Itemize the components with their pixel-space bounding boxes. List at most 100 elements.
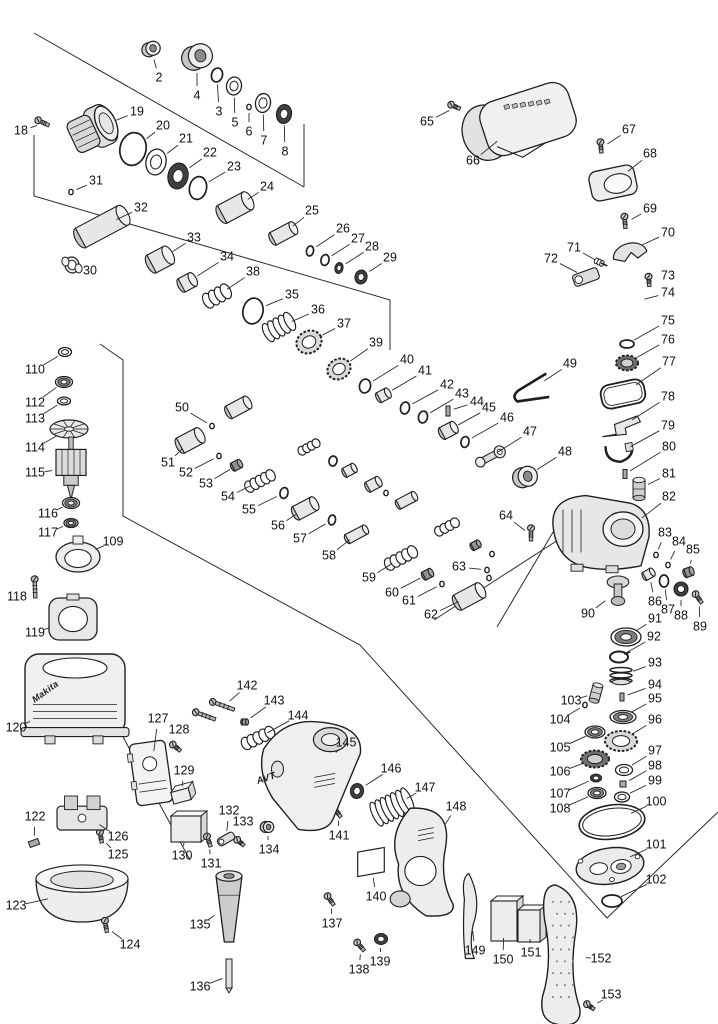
part-number-label: 93 [648, 655, 662, 669]
leader-line [629, 848, 648, 858]
leader-line [568, 707, 581, 716]
part-shape-56 [290, 496, 320, 521]
part-number-label: 83 [658, 525, 672, 539]
part-number-label: 41 [418, 363, 432, 377]
leader-line [76, 184, 88, 190]
part-shape-32 [73, 204, 131, 249]
group-boundary-line [99, 343, 718, 919]
leader-line [43, 355, 58, 366]
part-shape-50 [209, 422, 215, 430]
part-number-label: 136 [190, 979, 211, 993]
part-shape-65 [447, 100, 462, 112]
part-number-label: 78 [661, 389, 675, 403]
leader-line [30, 125, 38, 129]
leader-line [627, 641, 646, 653]
part-number-label: 23 [227, 159, 241, 173]
part-shape-7 [254, 92, 272, 114]
part-shape-19 [66, 104, 119, 153]
leader-line [291, 313, 310, 322]
leader-line [559, 263, 578, 273]
part-number-label: 151 [521, 945, 542, 959]
part-shape-127 [126, 739, 174, 807]
part-number-label: 71 [567, 240, 581, 254]
part-number-label: 85 [686, 542, 700, 556]
part-shape-92 [609, 650, 631, 664]
part-number-label: 104 [550, 712, 571, 726]
leader-line [286, 513, 297, 521]
part-shape-71 [593, 257, 608, 267]
leader-line [582, 252, 596, 260]
group-boundary-line [33, 32, 305, 188]
part-number-label: 67 [622, 122, 636, 136]
part-number-label: 26 [336, 221, 350, 235]
part-shape-28 [334, 262, 344, 274]
part-number-label: 134 [259, 842, 280, 856]
part-number-label: 94 [648, 677, 662, 691]
part-number-label: 45 [482, 400, 496, 414]
leader-line [146, 131, 156, 140]
extra-shape [394, 490, 419, 510]
leader-line [43, 434, 58, 444]
part-shape-137 [323, 892, 336, 907]
part-number-label: 40 [400, 352, 414, 366]
part-shape-30 [61, 256, 83, 274]
part-number-label: 105 [550, 740, 571, 754]
part-number-label: 38 [246, 264, 260, 278]
part-number-label: 68 [643, 146, 657, 160]
part-shape-120 [20, 653, 130, 745]
leader-line [345, 251, 364, 265]
part-number-label: 35 [285, 287, 299, 301]
part-number-label: 137 [322, 916, 343, 930]
part-shape-125 [95, 828, 105, 844]
extra-shape [191, 708, 217, 722]
leader-line [690, 559, 692, 564]
part-number-label: 147 [415, 780, 436, 794]
part-number-label: 126 [108, 829, 129, 843]
part-number-label: 89 [693, 619, 707, 633]
leader-line [190, 412, 208, 424]
part-number-label: 131 [201, 856, 222, 870]
leader-line [44, 627, 50, 630]
leader-line [116, 115, 128, 121]
group-boundary-line [33, 135, 391, 301]
leader-line [335, 749, 340, 753]
part-shape-118 [30, 575, 39, 599]
part-number-label: 70 [661, 225, 675, 239]
part-number-label: 18 [14, 123, 28, 137]
part-shape-31 [68, 188, 74, 196]
part-shape-47 [475, 445, 506, 468]
leader-line [194, 458, 214, 469]
part-number-label: 79 [661, 418, 675, 432]
part-shape-35 [242, 297, 264, 325]
part-number-label: 87 [661, 602, 675, 616]
part-number-label: 2 [156, 70, 163, 84]
part-shape-53 [229, 458, 244, 472]
part-shape-27 [320, 253, 330, 267]
part-shape-8 [275, 104, 293, 124]
part-shape-52 [216, 452, 222, 460]
part-shape-77 [599, 378, 647, 410]
leader-line [627, 159, 643, 172]
part-shape-123 [35, 864, 129, 923]
part-shape-96 [604, 730, 638, 752]
part-number-label: 24 [260, 179, 274, 193]
part-number-label: 125 [108, 847, 129, 861]
part-number-label: 20 [156, 118, 170, 132]
part-shape-104 [582, 701, 588, 709]
part-shape-40 [358, 378, 372, 394]
part-shape-142 [208, 697, 236, 712]
part-shape-58 [343, 524, 370, 545]
part-shape-25 [268, 221, 299, 246]
part-number-label: 36 [311, 302, 325, 316]
part-shape-130 [169, 810, 209, 843]
part-number-label: 55 [242, 502, 256, 516]
leader-line [628, 770, 647, 781]
part-number-label: 7 [261, 133, 268, 147]
leader-line [629, 451, 661, 472]
part-number-label: 88 [674, 608, 688, 622]
part-shape-51 [174, 427, 206, 454]
part-number-label: 119 [25, 625, 45, 639]
part-shape-90 [606, 575, 630, 606]
leader-line [214, 469, 230, 480]
leader-line [42, 387, 57, 398]
